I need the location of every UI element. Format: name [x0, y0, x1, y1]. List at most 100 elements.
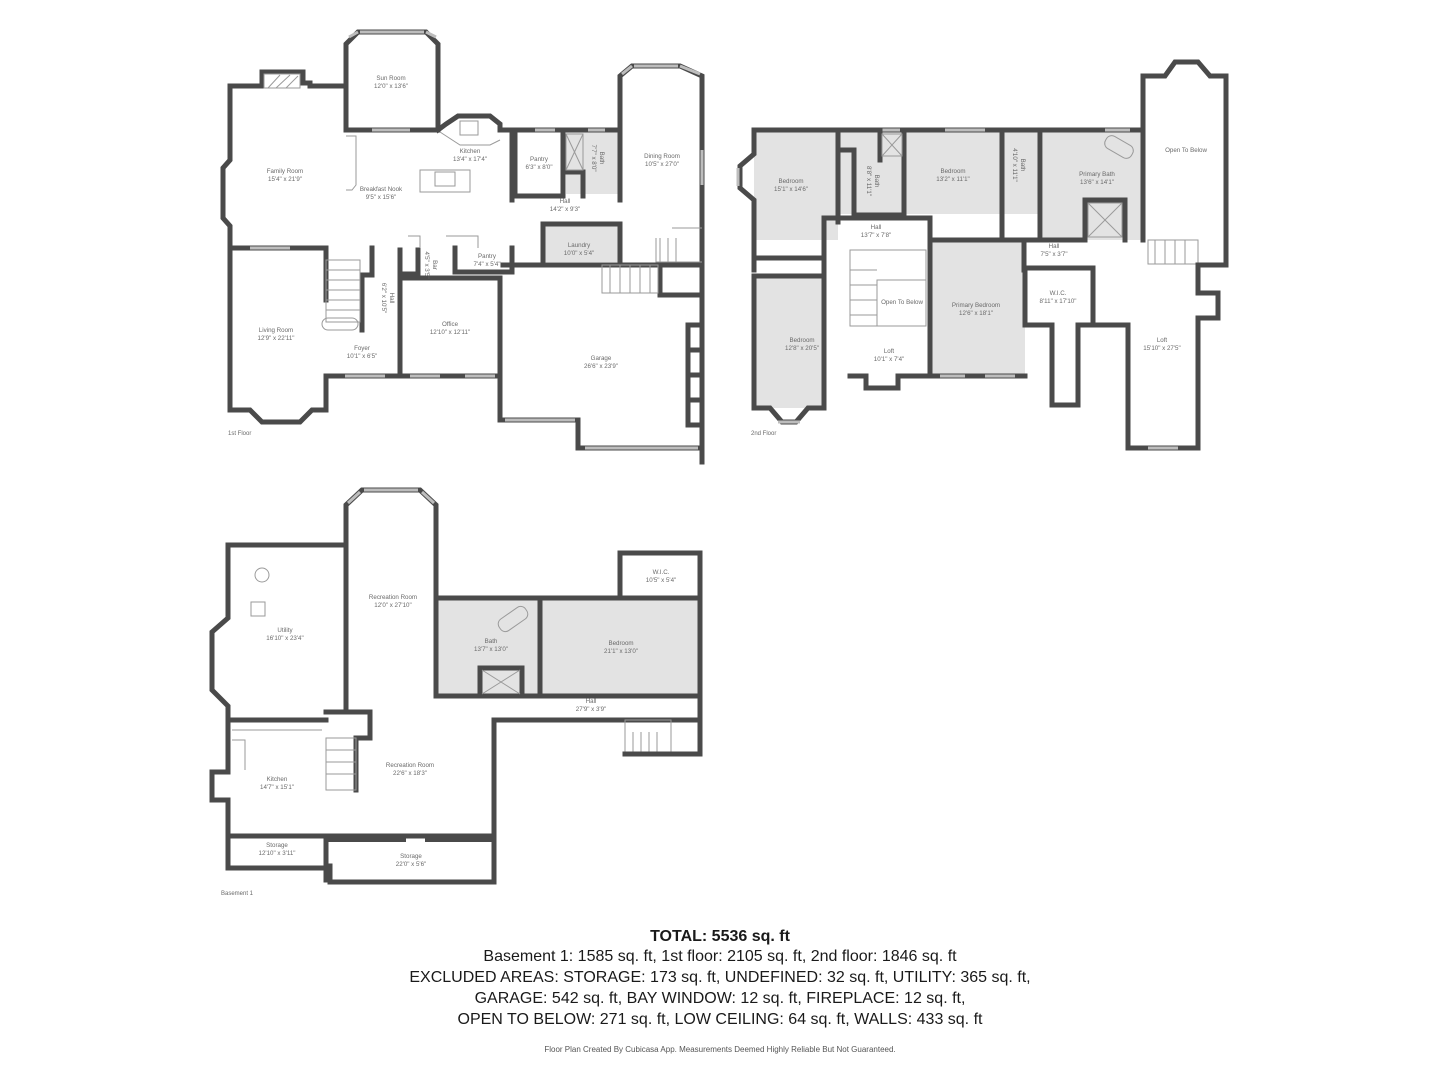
excluded-areas-line-3: OPEN TO BELOW: 271 sq. ft, LOW CEILING: …: [457, 1011, 983, 1028]
room-dimensions: 10'5" x 27'0": [645, 161, 679, 168]
room-dimensions: 6'2" x 10'5": [380, 282, 387, 314]
room-name: Garage: [590, 355, 612, 362]
room-dimensions: 4'10" x 11'1": [1011, 148, 1018, 182]
room-dimensions: 21'1" x 13'0": [604, 648, 638, 655]
total-area: TOTAL: 5536 sq. ft: [650, 928, 790, 945]
excluded-areas-line-2: GARAGE: 542 sq. ft, BAY WINDOW: 12 sq. f…: [474, 990, 966, 1007]
room-dimensions: 8'11" x 17'10": [1039, 298, 1077, 305]
room-name: Loft: [1156, 337, 1168, 344]
room-dimensions: 15'4" x 21'9": [268, 176, 302, 183]
room-dimensions: 10'0" x 5'4": [563, 250, 595, 257]
room-name: Bedroom: [789, 337, 815, 344]
room-dimensions: 16'10" x 23'4": [266, 635, 304, 642]
room-dimensions: 27'9" x 3'9": [575, 706, 607, 713]
room-dimensions: 15'10" x 27'5": [1143, 345, 1181, 352]
room-name: Hall: [1048, 243, 1060, 250]
room-dimensions: 14'7" x 15'1": [260, 784, 294, 791]
room-dimensions: 22'6" x 18'3": [393, 770, 427, 777]
room-name: Living Room: [258, 327, 294, 334]
room-name: Open To Below: [1165, 147, 1207, 154]
basement-plan: [209, 487, 703, 885]
room-name: W.I.C.: [1049, 290, 1067, 297]
room-name: Hall: [559, 198, 571, 205]
room-name: Bath: [1019, 158, 1026, 172]
floor-label-second: 2nd Floor: [751, 431, 777, 437]
room-dimensions: 12'0" x 27'10": [374, 602, 412, 609]
room-wic: W.I.C.8'11" x 17'10": [1040, 290, 1077, 306]
room-dimensions: 26'6" x 23'9": [584, 363, 618, 370]
room-name: Kitchen: [266, 776, 288, 783]
room-name: Primary Bath: [1079, 171, 1115, 178]
room-dimensions: 14'2" x 9'3": [549, 206, 581, 213]
room-name: Bath: [873, 174, 880, 188]
room-dimensions: 13'2" x 11'1": [936, 176, 970, 183]
room-dimensions: 12'6" x 18'1": [959, 310, 993, 317]
room-name: Breakfast Nook: [359, 186, 403, 193]
room-name: Pantry: [478, 253, 496, 260]
room-name: Foyer: [354, 345, 370, 352]
room-name: Utility: [277, 627, 293, 634]
room-name: Hall: [388, 292, 395, 304]
room-name: Bedroom: [940, 168, 966, 175]
room-name: Pantry: [530, 156, 548, 163]
room-dimensions: 13'4" x 17'4": [453, 156, 487, 163]
room-dimensions: 22'0" x 5'6": [395, 861, 427, 868]
room-open-to-below: Open To Below: [1165, 147, 1207, 155]
room-dimensions: 10'1" x 7'4": [873, 356, 905, 363]
room-dimensions: 10'1" x 6'5": [346, 353, 378, 360]
room-name: Laundry: [567, 242, 591, 249]
room-dimensions: 12'8" x 20'5": [785, 345, 819, 352]
floor-plan-drawing: [209, 29, 1229, 885]
room-dimensions: 12'10" x 12'11": [429, 329, 471, 336]
room-dimensions: 7'7" x 8'0": [590, 144, 597, 172]
floor-label-basement: Basement 1: [221, 891, 254, 897]
room-dimensions: 6'3" x 8'0": [525, 164, 553, 171]
room-name: Family Room: [266, 168, 304, 175]
room-dimensions: 12'9" x 22'11": [257, 335, 295, 342]
credit-disclaimer: Floor Plan Created By Cubicasa App. Meas…: [544, 1045, 896, 1054]
room-name: Hall: [870, 224, 882, 231]
room-name: Bath: [484, 638, 498, 645]
room-name: W.I.C.: [652, 569, 670, 576]
room-name: Storage: [266, 842, 288, 849]
room-name: Bedroom: [608, 640, 634, 647]
room-dimensions: 9'5" x 15'6": [365, 194, 397, 201]
room-name: Recreation Room: [385, 762, 435, 769]
room-name: Bedroom: [778, 178, 804, 185]
room-wic: W.I.C.10'5" x 5'4": [646, 569, 677, 585]
room-name: Bath: [598, 151, 605, 165]
room-dimensions: 12'0" x 13'6": [374, 83, 408, 90]
floor-label-first: 1st Floor: [228, 431, 252, 437]
room-dimensions: 4'5" x 3'5": [423, 251, 430, 279]
